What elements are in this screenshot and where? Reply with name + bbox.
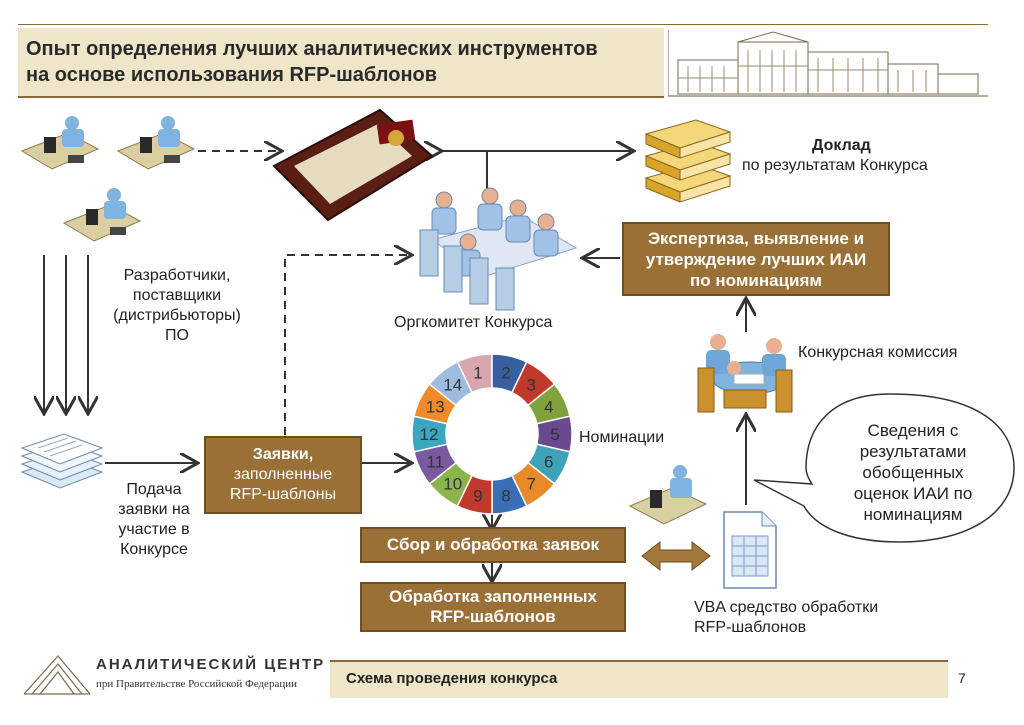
building-sketch-image xyxy=(668,30,988,97)
wheel-number-12: 12 xyxy=(420,425,439,444)
wheel-number-11: 11 xyxy=(426,452,444,471)
wheel-number-5: 5 xyxy=(550,425,559,444)
org-committee-label: Оргкомитет Конкурса xyxy=(394,314,553,331)
page-number: 7 xyxy=(958,670,966,686)
documents-stack-icon xyxy=(20,433,104,489)
report-books-icon xyxy=(644,119,732,203)
speech-bubble xyxy=(753,393,1015,543)
report-label: Доклад по результатам Конкурса xyxy=(742,137,928,174)
vba-label: VBA средство обработки RFP-шаблонов xyxy=(694,599,879,636)
title-line-2: на основе использования RFP-шаблонов xyxy=(26,64,438,86)
wheel-number-9: 9 xyxy=(473,486,482,505)
award-certificate-icon xyxy=(272,108,434,222)
footer-caption-bar xyxy=(330,660,948,698)
org-subtitle: при Правительстве Российской Федерации xyxy=(96,678,297,690)
wheel-number-2: 2 xyxy=(501,364,510,383)
wheel-number-3: 3 xyxy=(527,376,536,395)
operator-workstation-icon xyxy=(628,465,708,525)
submission-label: Подача заявки на участие в Конкурсе xyxy=(118,481,190,558)
wheel-segment-14 xyxy=(428,360,474,407)
wheel-number-1: 1 xyxy=(473,364,482,383)
title-band xyxy=(18,28,664,98)
org-name: АНАЛИТИЧЕСКИЙ ЦЕНТР xyxy=(96,656,326,673)
developers-workstations-icon xyxy=(20,116,196,242)
title-line-1: Опыт определения лучших аналитических ин… xyxy=(26,38,598,60)
wheel-number-6: 6 xyxy=(544,452,553,471)
spreadsheet-document-icon xyxy=(723,511,777,589)
nominations-label: Номинации xyxy=(579,429,665,446)
page-title: Опыт определения лучших аналитических ин… xyxy=(26,36,666,88)
commission-meeting-icon xyxy=(697,334,793,413)
org-committee-meeting-icon xyxy=(419,187,578,311)
commission-label: Конкурсная комиссия xyxy=(798,344,958,361)
developers-label: Разработчики, поставщики (дистрибьюторы)… xyxy=(113,267,241,344)
wheel-number-7: 7 xyxy=(527,474,536,493)
collect-applications-box: Сбор и обработка заявок xyxy=(360,527,626,563)
expertise-box: Экспертиза, выявление и утверждение лучш… xyxy=(622,222,890,296)
applications-box: Заявки, заполненные RFP-шаблоны xyxy=(204,436,362,514)
analytical-center-logo xyxy=(23,655,91,695)
footer-caption: Схема проведения конкурса xyxy=(346,670,558,687)
wheel-number-8: 8 xyxy=(501,486,510,505)
wheel-number-13: 13 xyxy=(426,398,445,417)
header-rule xyxy=(18,24,988,25)
double-arrow-collect-vba xyxy=(641,540,711,572)
wheel-number-10: 10 xyxy=(443,474,462,493)
wheel-number-14: 14 xyxy=(443,376,462,395)
bubble-text: Сведения с результатами обобщенных оцено… xyxy=(853,421,973,524)
wheel-number-4: 4 xyxy=(544,398,553,417)
processing-box: Обработка заполненных RFP-шаблонов xyxy=(360,582,626,632)
